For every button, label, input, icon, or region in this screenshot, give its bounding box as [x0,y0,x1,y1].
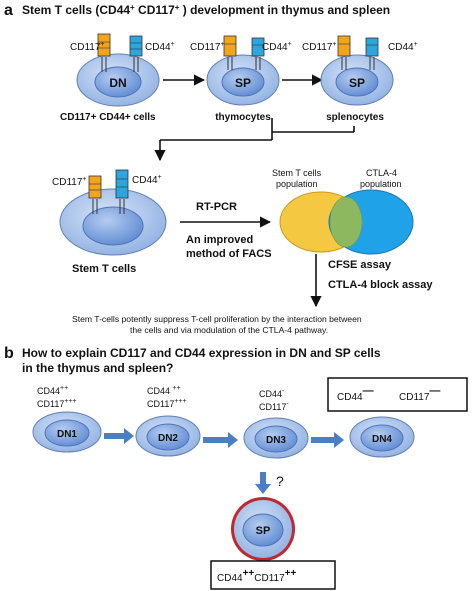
panel-a-letter: a [4,2,13,19]
panel-b-letter: b [4,345,14,362]
sp-marker-text: CD44++CD117++ [217,568,296,584]
cd44-receptor-icon [365,37,379,70]
cd117-receptor-icon [88,175,102,214]
arrow-dn3-dn4 [311,432,344,448]
panel-b-title-line2: in the thymus and spleen? [22,361,173,375]
stem-cd44-label: CD44+ [132,174,162,186]
sp-thymocyte-cd44-label: CD44+ [262,41,292,53]
ctla4-block-label: CTLA-4 block assay [328,279,433,291]
panel-b-title-line1: How to explain CD117 and CD44 expression… [22,346,381,360]
dn-cell: DN CD117+ CD44+ CD117+ CD44+ cells [60,33,175,123]
venn-overlap-lens [329,196,363,248]
dn3-stage: CD44- CD117- DN3 [243,388,309,459]
dn-cd44-label: CD44+ [145,41,175,53]
stem-t-cell-nucleus [82,206,144,246]
dn-cell-caption: CD117+ CD44+ cells [60,112,156,123]
rt-pcr-label: RT-PCR [196,201,237,213]
dn4-stage: CD44— CD117— DN4 [327,377,468,458]
dn3-label: DN3 [266,435,286,446]
dn-cell-nucleus [94,66,142,98]
arrow-dn1-dn2 [104,428,134,444]
merge-connector [154,118,355,162]
stem-t-cell-caption: Stem T cells [72,263,136,275]
dn2-cd44-label: CD44 ++ [147,385,181,396]
dn4-marker-box [327,377,468,412]
dn1-label: DN1 [57,429,77,440]
dn1-stage: CD44++ CD117+++ DN1 [32,385,102,453]
panel-a-title: Stem T cells (CD44+ CD117+ ) development… [22,3,390,17]
conclusion-line1: Stem T-cells potently suppress T-cell pr… [72,314,362,324]
venn-diagram: Stem T cells population CTLA-4 populatio… [272,168,414,255]
dn1-cd44-label: CD44++ [37,385,68,396]
venn-left-label-line1: Stem T cells [272,168,322,178]
dn2-stage: CD44 ++ CD117+++ DN2 [135,385,201,457]
dn2-cell-nucleus [146,423,190,451]
sp-splenocyte-caption: splenocytes [326,112,384,123]
dn4-label: DN4 [372,434,392,445]
facs-label-line2: method of FACS [186,248,272,260]
dn4-cd44-label: CD44— [337,385,374,403]
venn-right-label-line2: population [360,179,402,189]
cd44-receptor-icon [115,169,129,214]
dn3-cd44-label: CD44- [259,388,285,399]
sp-splenocyte-cell: SP CD117+ CD44+ splenocytes [302,35,418,123]
stem-t-cell: CD117+ CD44+ Stem T cells [52,169,167,275]
sp-thymocyte-cell: SP CD117+ CD44+ thymocytes [190,35,292,123]
cd117-receptor-icon [223,35,237,70]
cd117-receptor-icon [337,35,351,70]
dn3-cd117-label: CD117- [259,401,289,412]
venn-right-label-line1: CTLA-4 [366,168,397,178]
dn1-cell-nucleus [44,419,90,447]
sp-splenocyte-nucleus [335,67,379,97]
sp-marker-box [210,560,336,590]
venn-left-label-line2: population [276,179,318,189]
question-mark: ? [276,473,284,489]
dn2-cd117-label: CD117+++ [147,398,187,409]
sp-splenocyte-cd44-label: CD44+ [388,41,418,53]
dn3-cell-nucleus [254,425,298,453]
dn-cd117-label: CD117+ [70,41,104,53]
dn4-cell-nucleus [360,424,404,452]
arrow-dn2-dn3 [203,432,238,448]
sp-splenocyte-cd117-label: CD117+ [302,41,336,53]
sp-splenocyte-label: SP [349,76,365,90]
stem-cd117-label: CD117+ [52,176,86,188]
dn2-label: DN2 [158,433,178,444]
dn1-cd117-label: CD117+++ [37,398,77,409]
panel-a: a Stem T cells (CD44+ CD117+ ) developme… [4,2,433,335]
sp-thymocyte-cd117-label: CD117+ [190,41,224,53]
cfse-assay-label: CFSE assay [328,259,392,271]
sp-label: SP [256,525,271,537]
cd44-receptor-icon [129,35,143,72]
sp-cell-nucleus [242,513,284,547]
dn4-cd117-label: CD117— [399,385,440,403]
sp-stage: SP CD44++CD117++ [210,497,336,590]
sp-thymocyte-caption: thymocytes [215,112,271,123]
arrow-to-sp [255,472,271,494]
panel-b: b How to explain CD117 and CD44 expressi… [4,345,468,590]
cd44-receptor-icon [251,37,265,70]
facs-label-line1: An improved [186,234,253,246]
sp-thymocyte-label: SP [235,76,251,90]
sp-thymocyte-nucleus [221,67,265,97]
conclusion-line2: the cells and via modulation of the CTLA… [130,325,328,335]
dn-cell-label: DN [109,76,126,90]
cd117-receptor-icon [97,33,111,72]
